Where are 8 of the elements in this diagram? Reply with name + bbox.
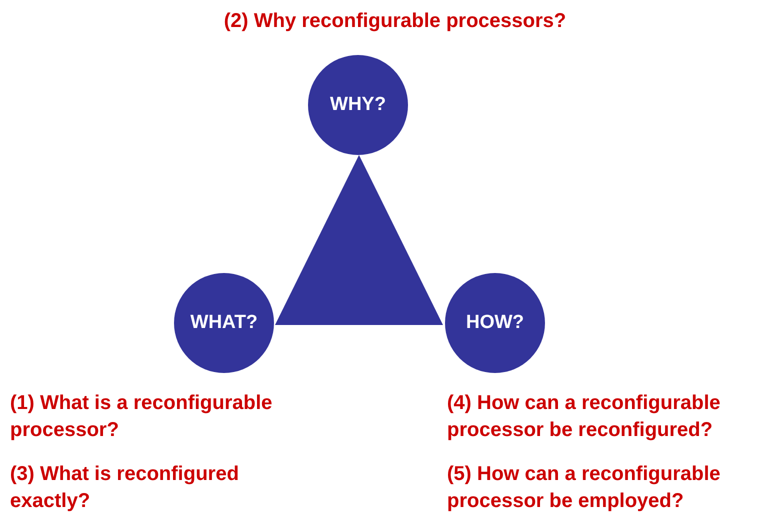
- node-label: HOW?: [466, 312, 524, 334]
- node-label: WHAT?: [190, 312, 258, 334]
- question-text: (5) How can a reconfigurable processor be employed?: [447, 462, 722, 514]
- question-text: (4) How can a reconfigurable processor be reconfigured?: [447, 391, 722, 443]
- question-text: (2) Why reconfigurable processors?: [222, 9, 568, 34]
- question-text: (3) What is reconfigured exactly?: [10, 462, 240, 514]
- node-label: WHY?: [330, 94, 386, 116]
- question-text: (1) What is a reconfigurable processor?: [10, 391, 274, 443]
